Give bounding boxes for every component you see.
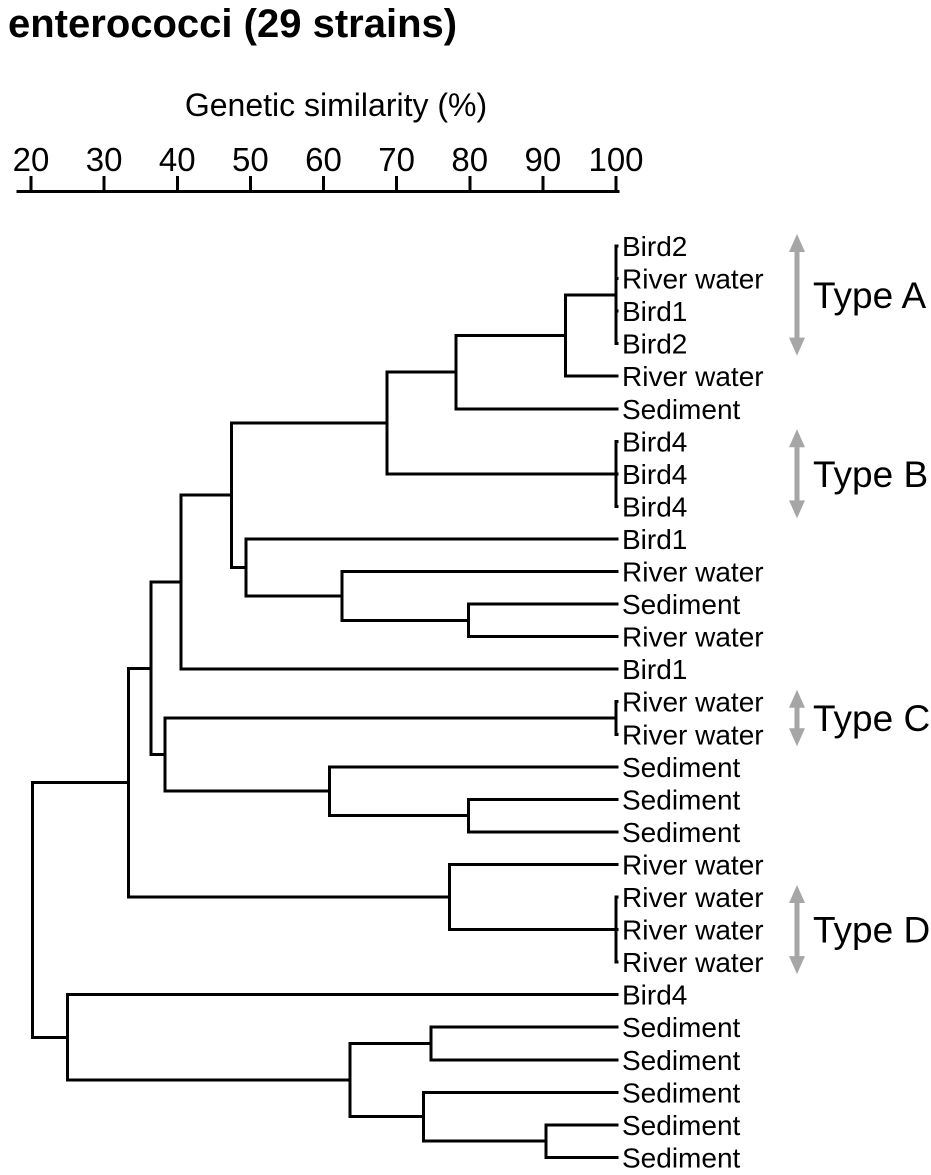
leaf-label: River water [622,361,764,392]
leaf-label: Bird1 [622,296,687,327]
leaf-label: Sediment [622,817,741,848]
leaf-label: Sediment [622,784,741,815]
axis-tick-label: 50 [232,141,269,178]
arrow-up-head-icon [789,885,805,903]
leaf-label: Bird4 [622,491,687,522]
leaf-label: River water [622,687,764,718]
axis-tick-label: 100 [588,141,643,178]
leaf-label: Sediment [622,394,741,425]
axis-tick-label: 30 [86,141,123,178]
leaf-label: River water [622,557,764,588]
type-label: Type C [813,698,930,739]
type-annotation: Type C [789,689,930,747]
arrow-down-head-icon [789,956,805,975]
leaf-label: Bird1 [622,654,687,685]
type-annotation: Type A [789,234,926,356]
leaf-label: River water [622,882,764,913]
type-annotation: Type D [789,885,930,975]
leaf-label: Bird2 [622,231,687,262]
leaf-label: Sediment [622,752,741,783]
type-annotations: Type A Type B Type C Type D [789,234,930,975]
type-annotation: Type B [789,429,928,519]
leaf-label: River water [622,849,764,880]
axis-tick-label: 20 [13,141,50,178]
leaf-label: River water [622,622,764,653]
leaf-label: Bird2 [622,329,687,360]
axis-tick-label: 60 [305,141,342,178]
leaf-label: Bird4 [622,980,687,1011]
axis-title: Genetic similarity (%) [185,87,487,123]
axis-tick-label: 80 [451,141,488,178]
leaf-label: Sediment [622,1045,741,1076]
type-label: Type B [813,454,928,495]
dendrogram-tree [30,244,619,1159]
leaf-label: Sediment [622,1012,741,1043]
axis-tick-label: 90 [525,141,562,178]
leaf-label: Bird4 [622,459,687,490]
leaf-label: Sediment [622,589,741,620]
axis-tick-label: 70 [378,141,415,178]
leaf-label: Sediment [622,1110,741,1141]
axis-tick-label: 40 [159,141,196,178]
arrow-up-head-icon [789,234,805,252]
leaf-label: Bird1 [622,524,687,555]
arrow-up-head-icon [789,429,805,448]
type-label: Type A [813,275,926,316]
leaf-label: Sediment [622,1077,741,1108]
leaf-label: River water [622,915,764,946]
type-label: Type D [813,910,930,951]
leaf-label: River water [622,947,764,978]
arrow-up-head-icon [789,689,805,708]
arrow-down-head-icon [789,337,805,356]
leaf-label: River water [622,264,764,295]
arrow-down-head-icon [789,728,805,747]
leaf-label: Bird4 [622,426,687,457]
arrow-down-head-icon [789,500,805,519]
similarity-axis: 20 30 40 50 60 70 80 90 100 [13,141,644,193]
leaf-label: River water [622,719,764,750]
page-title: enterococci (29 strains) [8,2,457,46]
leaf-label: Sediment [622,1142,741,1173]
